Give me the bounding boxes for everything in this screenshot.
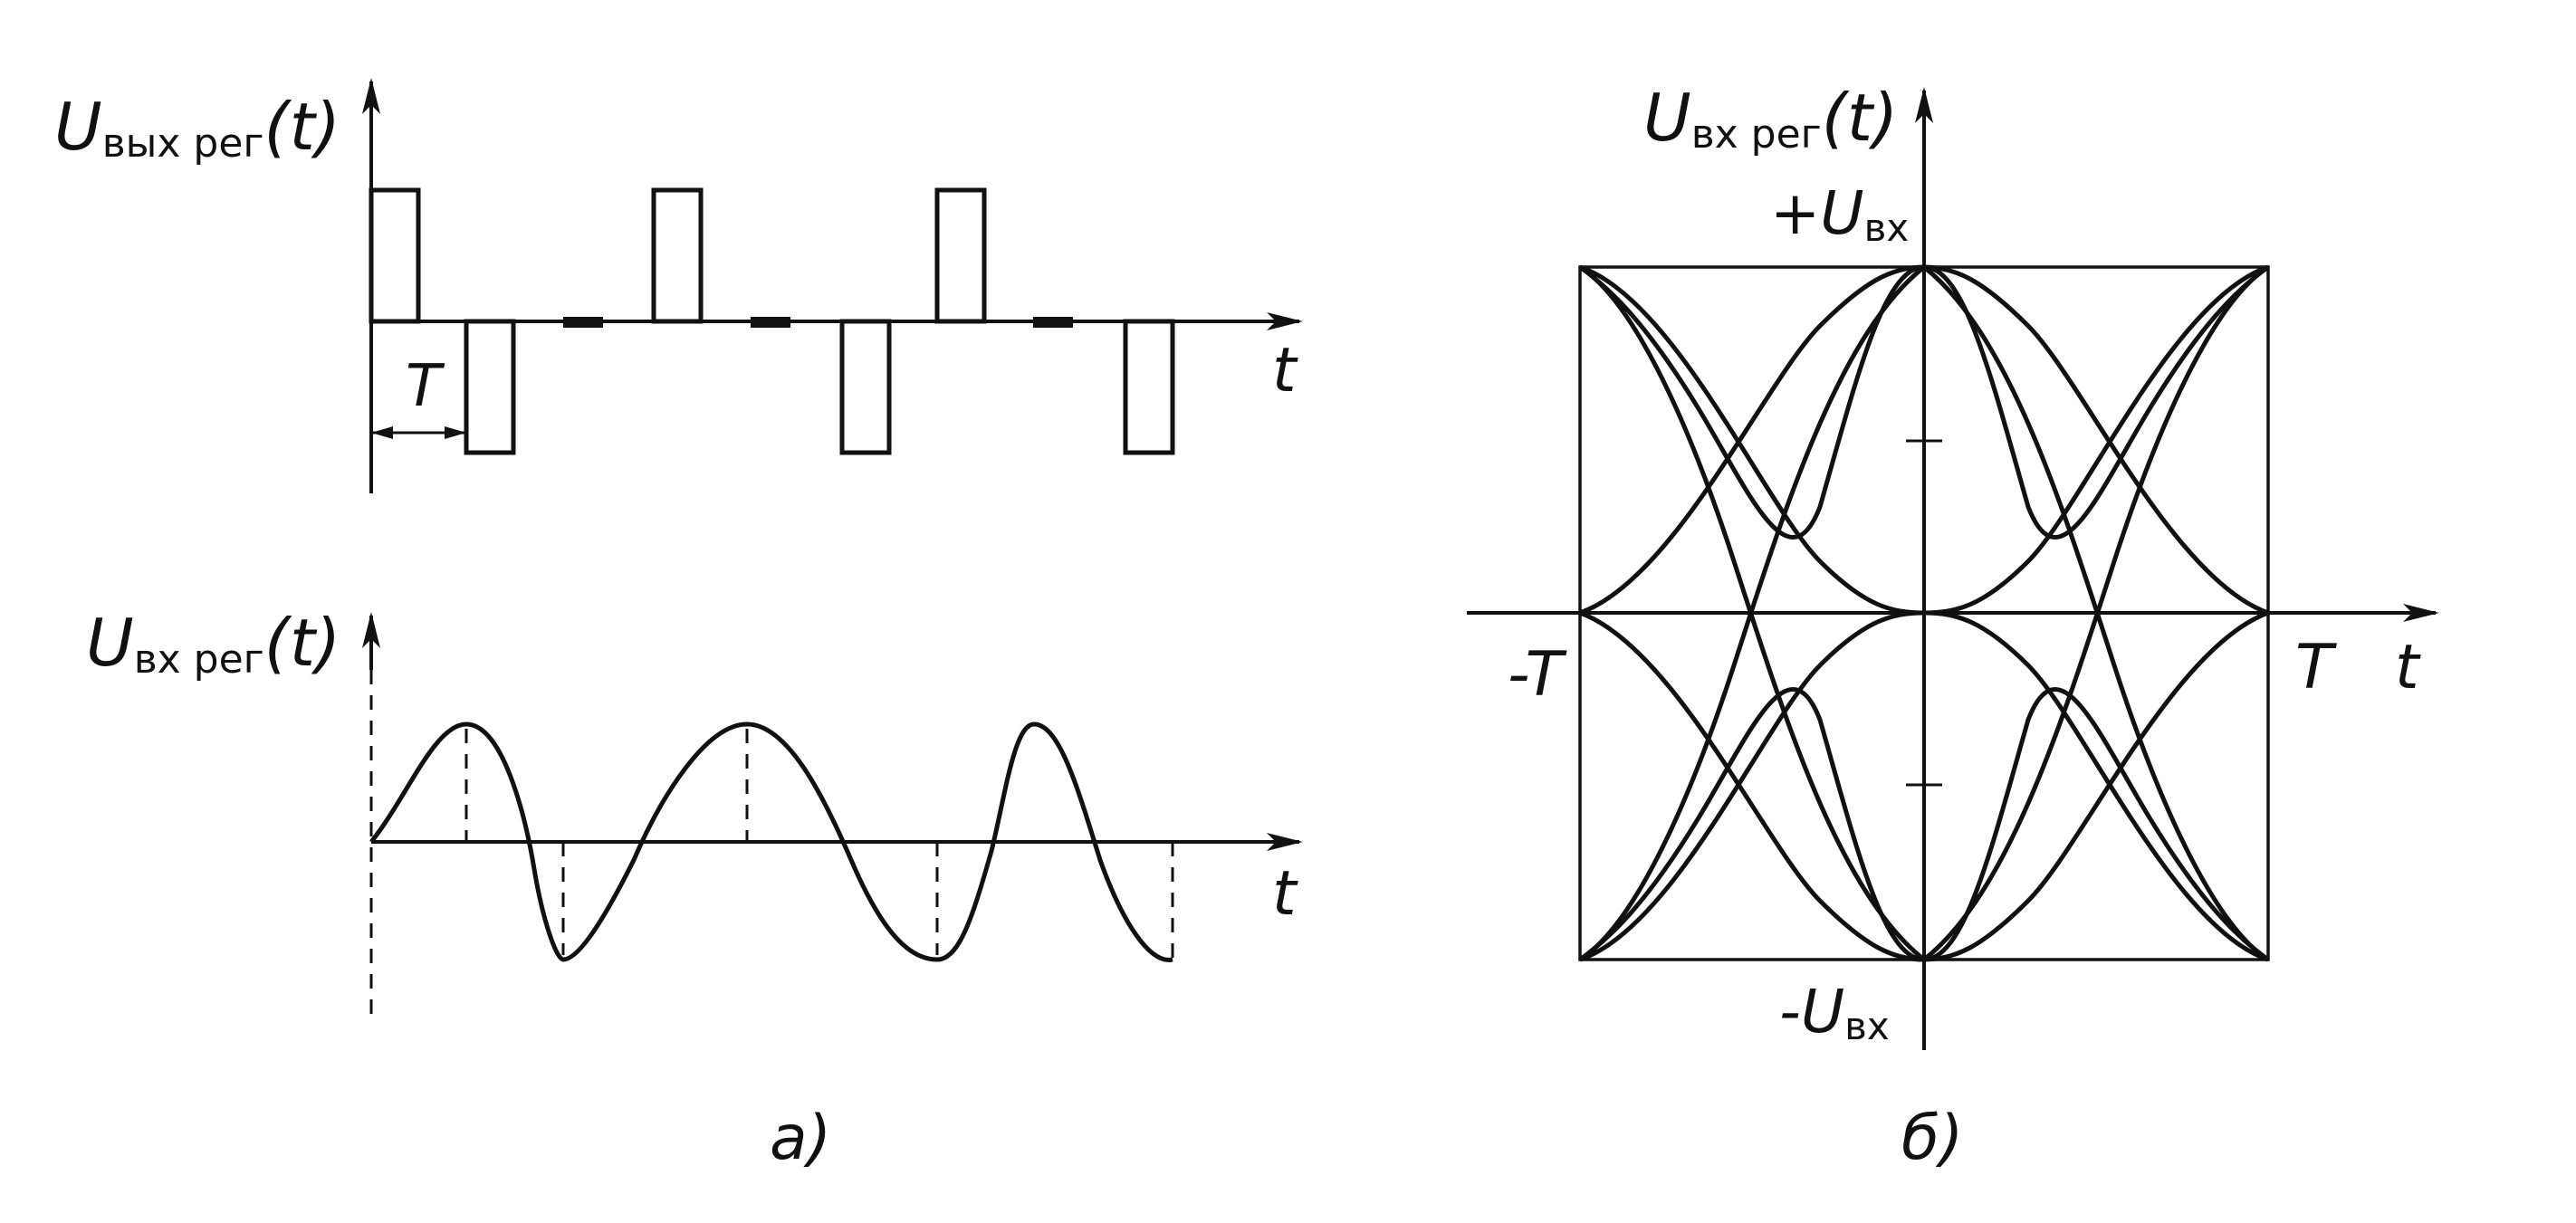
pulse-negative <box>1123 319 1175 455</box>
pulse-positive <box>369 187 421 324</box>
top-y-label: Uвых рег(t) <box>54 89 340 167</box>
eye-y-label: Uвх рег(t) <box>1643 80 1898 158</box>
panel-a-top-plot: T Uвых рег(t) t <box>54 78 1303 493</box>
caption-a: а) <box>770 1103 831 1174</box>
pulse-negative <box>839 319 892 455</box>
right-tick-label: T <box>2295 632 2337 703</box>
pulse-positive <box>934 187 987 324</box>
caption-b: б) <box>1901 1103 1963 1174</box>
plus-level-label: +Uвх <box>1770 178 1909 250</box>
eye-trace <box>1578 263 2270 962</box>
eye-x-label: t <box>2395 632 2421 703</box>
bottom-y-label: Uвх рег(t) <box>86 605 340 683</box>
minus-level-label: -Uвх <box>1779 977 1890 1048</box>
pulse-negative <box>464 319 516 455</box>
left-tick-label: -T <box>1508 639 1567 711</box>
eye-center-marks <box>1906 439 1942 787</box>
pulse-positive <box>651 187 704 324</box>
top-x-label: t <box>1272 335 1298 406</box>
input-signal-curve <box>369 721 1173 962</box>
bottom-x-label: t <box>1272 858 1298 930</box>
panel-b-eye-diagram: Uвх рег(t) +Uвх -Uвх -T T t <box>1467 80 2439 1050</box>
top-pulses <box>369 187 1175 455</box>
period-label: T <box>406 353 445 420</box>
panel-a-bottom-plot: Uвх рег(t) t <box>86 605 1303 1014</box>
eye-trace <box>1579 610 2269 962</box>
eye-trace <box>1578 264 2270 963</box>
peak-dashes <box>464 729 1174 960</box>
eye-traces <box>1578 263 2270 963</box>
